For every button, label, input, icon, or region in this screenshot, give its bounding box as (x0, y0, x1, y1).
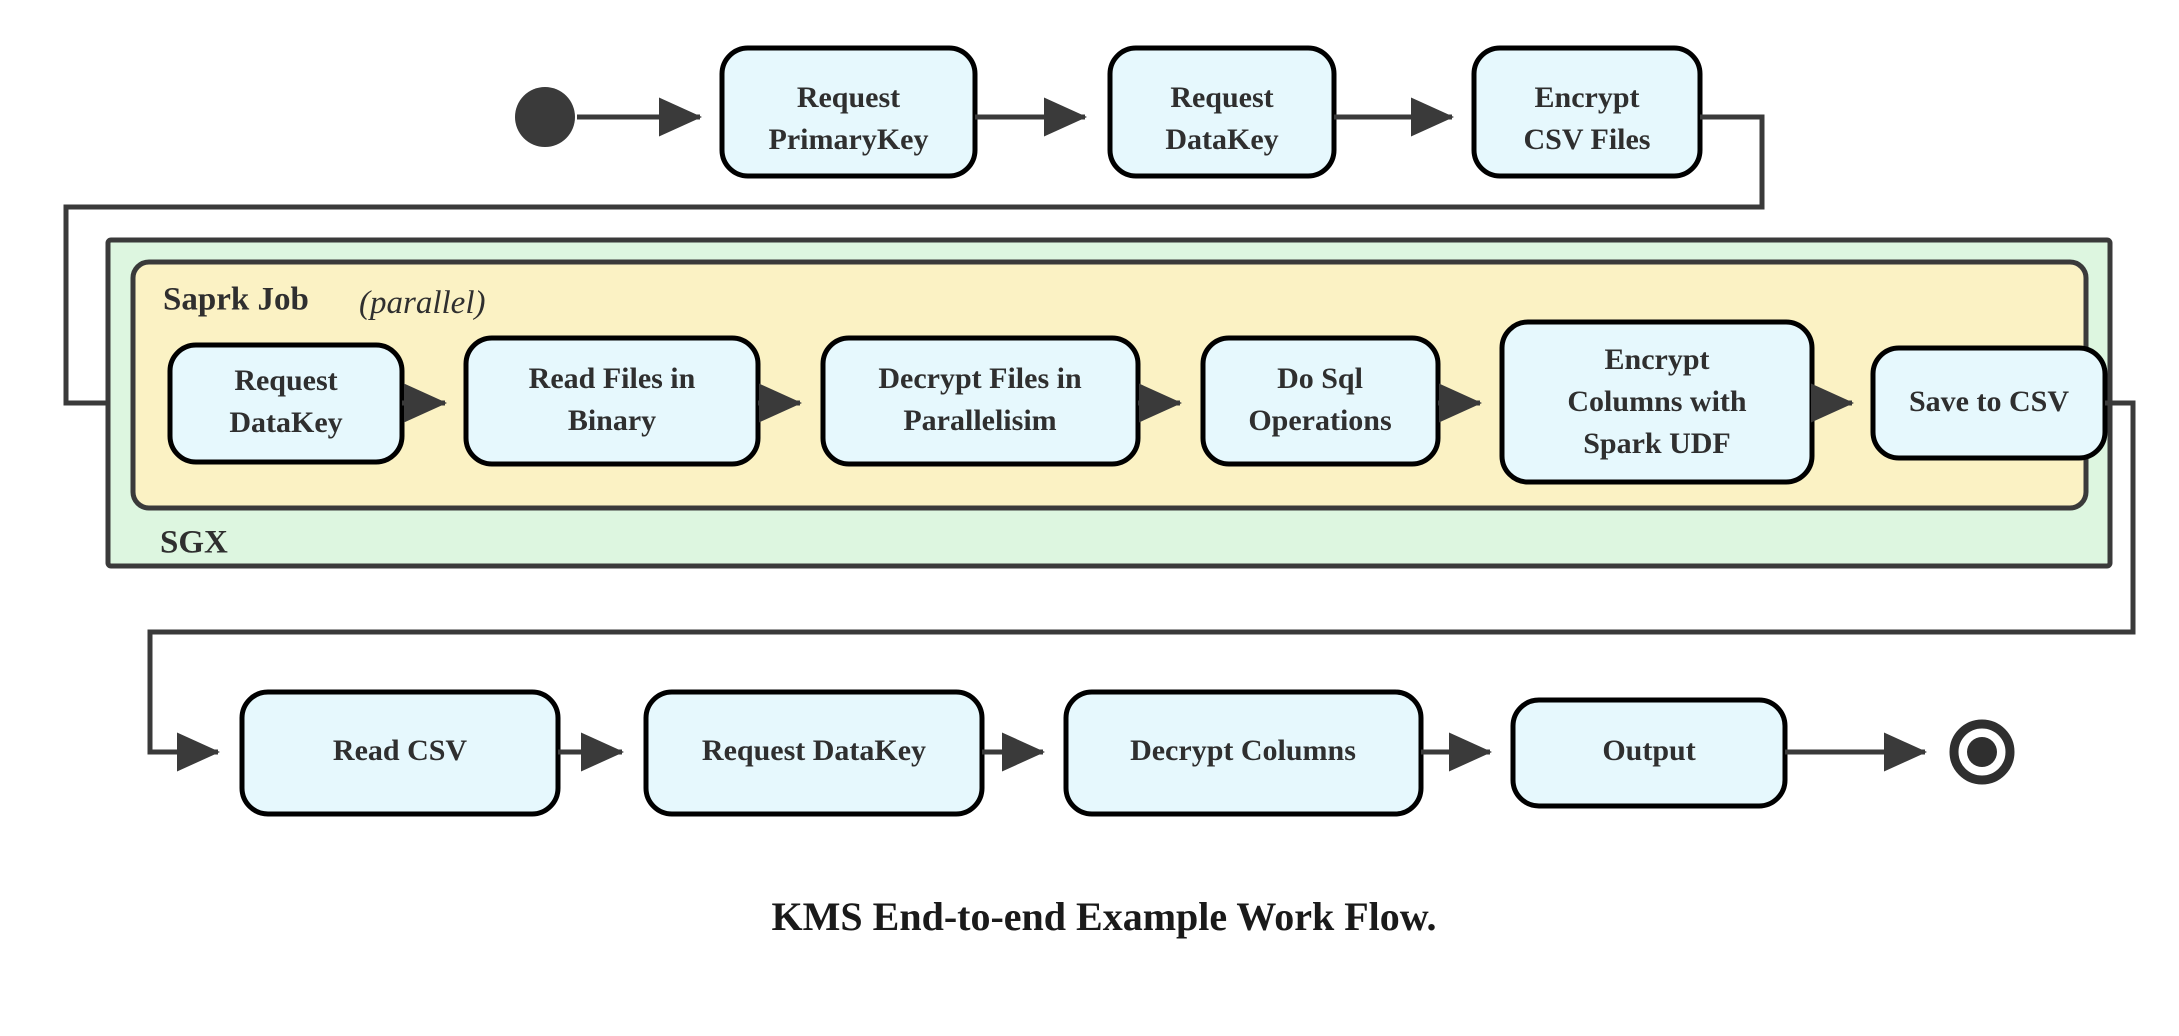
container-sgx-label: SGX (160, 525, 228, 561)
node-request-primarykey[interactable] (719, 45, 978, 179)
node-read-files-in-binary[interactable] (463, 335, 761, 467)
node-request-primarykey-line-1: Request (797, 81, 900, 114)
node-read-files-in-binary-line-1: Read Files in (529, 362, 696, 395)
node-encrypt-csv-files-line-1: Encrypt (1535, 81, 1640, 114)
node-decrypt-columns-label: Decrypt Columns (1130, 734, 1356, 767)
node-decrypt-files-in-parallelisim[interactable] (820, 335, 1141, 467)
node-request-datakey-spark-line-2: DataKey (229, 406, 342, 439)
node-request-datakey-top[interactable] (1107, 45, 1337, 179)
node-encrypt-csv-files[interactable] (1471, 45, 1703, 179)
node-encrypt-columns-line-1: Encrypt (1605, 343, 1710, 376)
container-spark-job-label-parallel: (parallel) (359, 285, 485, 321)
node-decrypt-files-in-parallelisim-line-1: Decrypt Files in (878, 362, 1082, 395)
edge-encrypt-csv-files-to-spark-request-datakey (63, 114, 1765, 423)
node-request-datakey-spark[interactable] (167, 342, 405, 465)
node-decrypt-files-in-parallelisim-line-2: Parallelisim (903, 404, 1056, 437)
node-request-datakey-spark-line-1: Request (234, 364, 337, 397)
container-spark-job-label: Saprk Job (163, 282, 309, 318)
figure-caption: KMS End-to-end Example Work Flow. (772, 894, 1437, 939)
start-node-icon (515, 87, 575, 147)
node-output-label: Output (1602, 734, 1695, 767)
edge-save-to-csv-to-read-csv (147, 400, 2136, 772)
node-do-sql-operations-line-2: Operations (1248, 404, 1391, 437)
node-read-csv-label: Read CSV (333, 734, 468, 767)
node-do-sql-operations-line-1: Do Sql (1277, 362, 1363, 395)
node-request-datakey-bottom-label: Request DataKey (702, 734, 926, 767)
node-encrypt-columns-line-3: Spark UDF (1583, 427, 1731, 460)
node-do-sql-operations[interactable] (1200, 335, 1441, 467)
node-encrypt-columns-line-2: Columns with (1567, 385, 1747, 418)
node-read-files-in-binary-line-2: Binary (568, 404, 656, 437)
end-node-dot-icon (1967, 737, 1997, 767)
node-request-datakey-top-line-1: Request (1170, 81, 1273, 114)
node-request-datakey-top-line-2: DataKey (1165, 123, 1278, 156)
node-request-primarykey-line-2: PrimaryKey (769, 123, 929, 156)
node-save-to-csv-label: Save to CSV (1909, 385, 2069, 418)
node-encrypt-csv-files-line-2: CSV Files (1524, 123, 1651, 156)
